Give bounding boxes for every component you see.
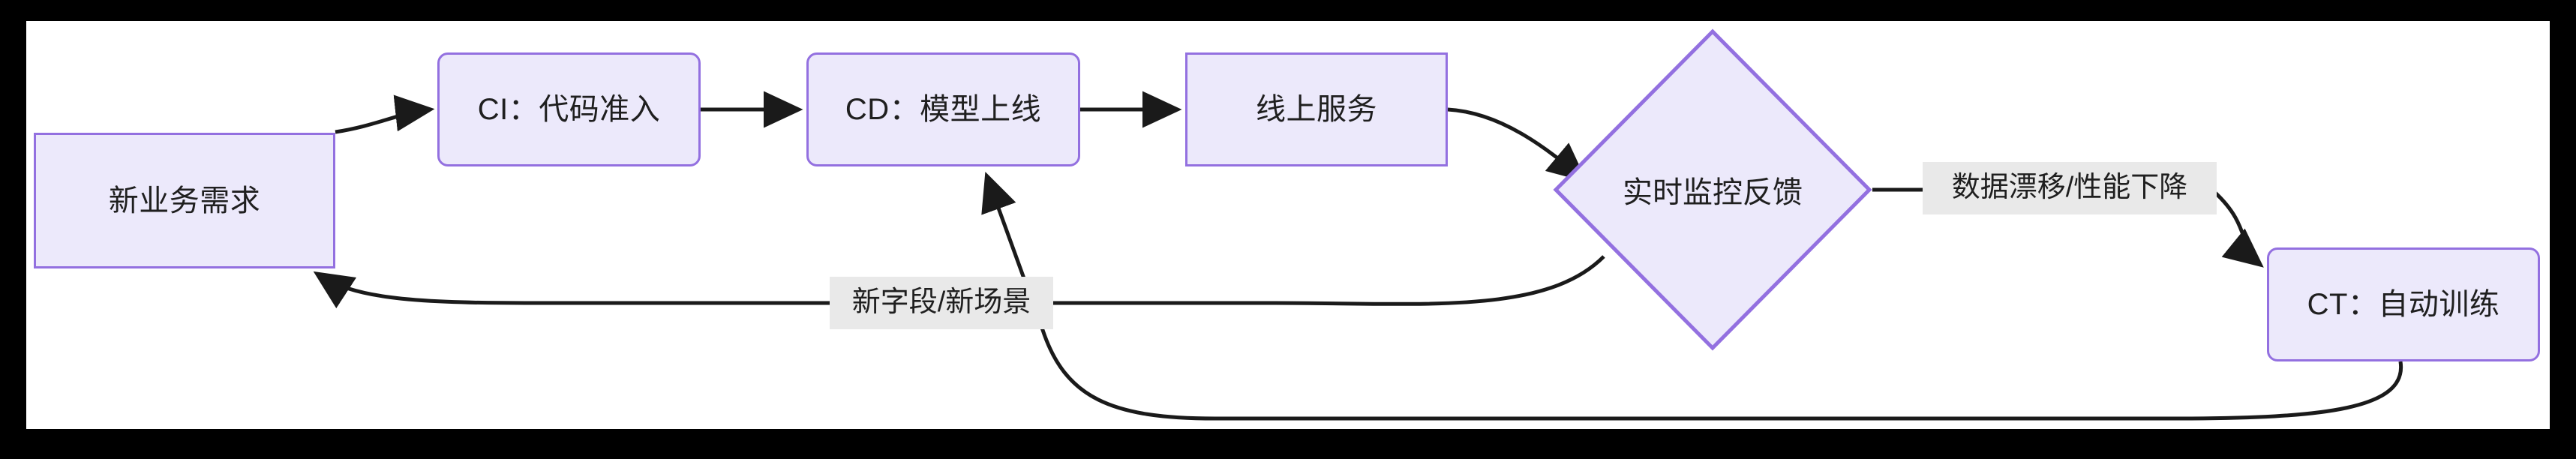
node-new-business-requirement[interactable]: 新业务需求 (34, 133, 335, 268)
node-label: CD：模型上线 (845, 93, 1042, 126)
node-label: 线上服务 (1256, 93, 1377, 126)
node-ci-code-gate[interactable]: CI：代码准入 (437, 52, 701, 166)
diamond-shape (1553, 28, 1872, 351)
edge-label-data-drift: 数据漂移/性能下降 (1923, 162, 2217, 214)
node-label: CT：自动训练 (2307, 288, 2500, 321)
node-label: CI：代码准入 (477, 93, 661, 126)
node-label: 新业务需求 (108, 184, 261, 218)
node-online-service[interactable]: 线上服务 (1185, 52, 1448, 166)
node-label: 实时监控反馈 (1623, 176, 1803, 209)
edge-label-new-field: 新字段/新场景 (830, 277, 1053, 329)
node-cd-model-release[interactable]: CD：模型上线 (806, 52, 1080, 166)
node-realtime-monitoring-feedback[interactable]: 实时监控反馈 (1553, 28, 1872, 351)
node-ct-auto-training[interactable]: CT：自动训练 (2267, 248, 2540, 362)
